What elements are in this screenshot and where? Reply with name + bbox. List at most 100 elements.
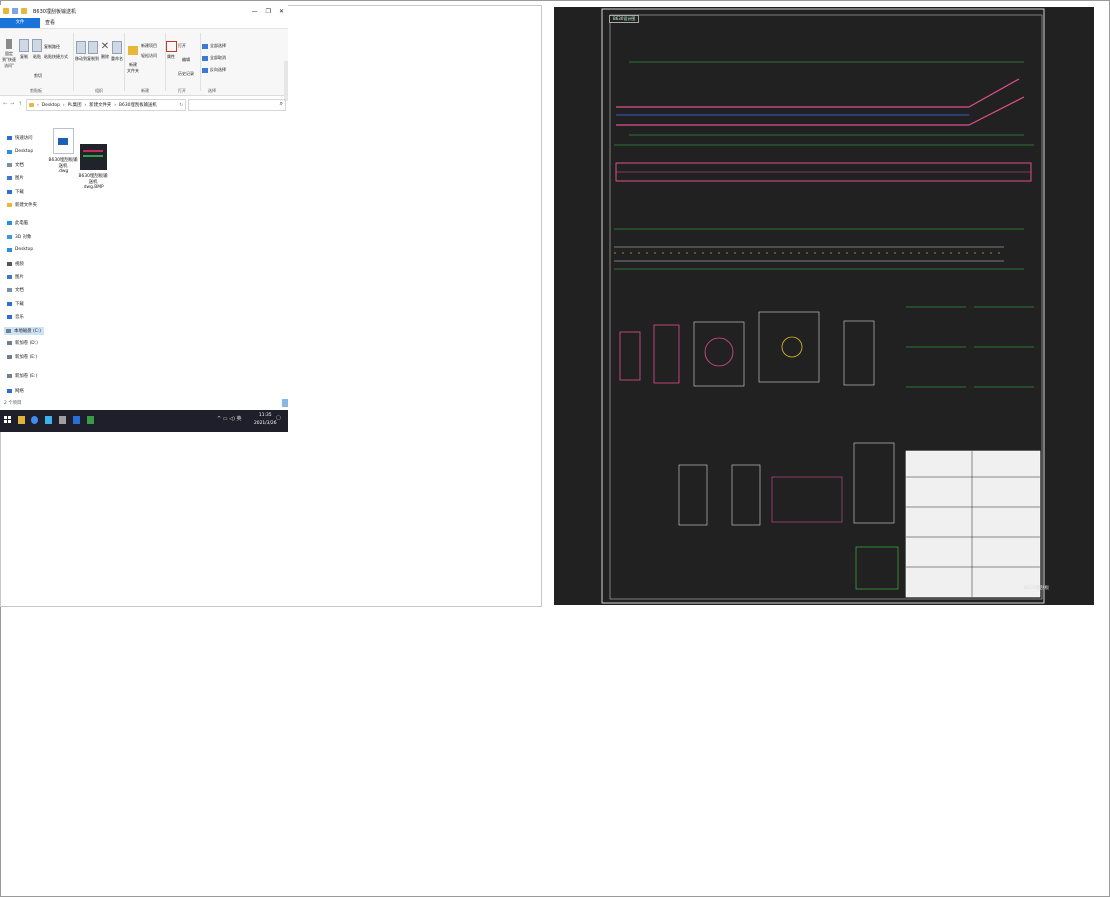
nav-item[interactable]: Desktop [7,247,33,252]
invert-selection-icon [202,67,208,73]
app-taskbar-icon[interactable] [59,416,66,424]
pin-icon [6,39,12,49]
nav-item-label: 图片 [15,275,24,280]
nav-item[interactable]: 新建文件夹 [7,202,37,208]
nav-item[interactable]: 新加卷 (D:) [7,340,38,346]
nav-item[interactable]: 视频 [7,261,24,267]
breadcrumb-new-folder[interactable]: 新建文件夹 [89,103,112,108]
nav-item-label: 视频 [15,262,24,267]
nav-item[interactable]: 图片 [7,175,24,181]
nav-item-label: 文档 [15,163,24,168]
open-button[interactable]: 打开 [178,43,186,48]
new-folder-icon[interactable] [21,8,27,14]
file-explorer-taskbar-icon[interactable] [18,416,25,424]
forward-arrow-icon[interactable]: → [10,101,15,107]
app3-taskbar-icon[interactable] [87,416,94,424]
nav-item[interactable]: 3D 对象 [7,234,31,240]
properties-check-icon [166,41,177,52]
picture-icon [7,176,12,180]
title-bar[interactable]: B630埋刮板输送机 — ❐ ✕ [0,5,288,17]
cut-button[interactable]: 剪切 [34,73,42,78]
paste-button[interactable]: 粘贴 [31,39,43,60]
cad-drawing [601,8,1045,604]
view-toggle[interactable] [282,399,288,407]
nav-item-label: 新加卷 (E:) [15,374,38,379]
title-block [905,450,1041,598]
nav-item-label: 图片 [15,176,24,181]
nav-item[interactable]: 网络 [7,388,24,394]
tab-view[interactable]: 查看 [45,20,56,26]
pin-quick-access-button[interactable]: 固定到"快速访问" [2,39,16,69]
windows-start-icon[interactable] [4,416,11,424]
nav-item[interactable]: 此电脑 [7,220,28,226]
nav-item-label: 下载 [15,190,24,195]
detail-views [678,442,899,590]
new-item-button[interactable]: 新建项目 [141,43,157,48]
nav-item-label: Desktop [15,149,34,154]
copy-to-button[interactable]: 复制到 [87,41,99,62]
breadcrumb-pl-group[interactable]: PL集团 [67,103,82,108]
edit-button[interactable]: 编辑 [182,57,190,62]
address-bar[interactable]: › Desktop › PL集团 › 新建文件夹 › B630埋刮板输送机 ↻ [26,99,186,111]
refresh-icon[interactable]: ↻ [179,102,183,108]
nav-item[interactable]: 新加卷 (E:) [7,373,37,379]
nav-item-label: Desktop [15,247,34,252]
nav-item[interactable]: 快速访问 [7,135,33,141]
up-arrow-icon[interactable]: ↑ [18,101,23,107]
nav-item[interactable]: 图片 [7,274,24,280]
maximize-button[interactable]: ❐ [265,7,271,15]
nav-item-label: 网络 [15,389,24,394]
taskbar-clock[interactable]: 11:35 2021/3/26 [254,413,277,426]
minimize-button[interactable]: — [251,7,258,15]
copy-path-button[interactable]: 复制路径 [44,44,60,49]
conveyor-section [614,228,1024,270]
browser-taskbar-icon[interactable] [31,416,38,424]
tab-file[interactable]: 文件 [0,18,40,28]
nav-item-label: 新加卷 (D:) [15,341,38,346]
easy-access-button[interactable]: 轻松访问 [141,53,157,58]
move-icon [76,41,86,54]
select-all-button[interactable]: 全部选择 [202,43,226,49]
rename-button[interactable]: 重命名 [111,41,123,62]
copy-button[interactable]: 复制 [18,39,30,60]
select-none-button[interactable]: 全部取消 [202,55,226,61]
ribbon-scrollbar[interactable] [284,61,288,101]
nav-item[interactable]: 新加卷 (E:) [7,354,37,360]
new-group-label: 新建 [141,88,149,93]
new-folder-button[interactable]: 新建 文件夹 [126,41,140,74]
search-input[interactable]: ⌕ [188,99,286,111]
nav-item[interactable]: 文档 [7,287,24,293]
paste-shortcut-button[interactable]: 粘贴快捷方式 [44,54,68,59]
nav-item[interactable]: 下载 [7,301,24,307]
nav-item[interactable]: 音乐 [7,314,24,320]
close-button[interactable]: ✕ [278,7,284,15]
window-title: B630埋刮板输送机 [33,8,76,15]
breadcrumb-current[interactable]: B630埋刮板输送机 [119,103,157,108]
nav-item-label: 此电脑 [15,221,29,226]
nav-item-label: 本地磁盘 (C:) [14,329,41,334]
ribbon: 固定到"快速访问" 复制 粘贴 复制路径 粘贴快捷方式 剪切 剪贴板 移动到 复… [0,29,288,96]
app2-taskbar-icon[interactable] [73,416,80,424]
nav-item[interactable]: 下载 [7,189,24,195]
sheet-label: B630设计图 [609,15,640,23]
properties-icon[interactable] [12,8,18,14]
notes-text-block [906,306,1034,388]
edge-taskbar-icon[interactable] [45,416,52,424]
properties-button[interactable]: 属性 [166,41,177,60]
drive-icon [6,329,11,333]
history-button[interactable]: 历史记录 [178,71,194,76]
move-to-button[interactable]: 移动到 [75,41,87,62]
nav-item[interactable]: 本地磁盘 (C:) [4,327,44,335]
music-icon [7,315,12,319]
invert-selection-button[interactable]: 反向选择 [202,67,226,73]
search-icon: ⌕ [279,100,283,107]
delete-button[interactable]: ✕ 删除 [100,41,110,59]
file-item-bmp[interactable]: B630埋刮板输送机 .dwg.BMP [78,144,108,190]
back-arrow-icon[interactable]: ← [3,101,8,107]
nav-item[interactable]: 文档 [7,162,24,168]
system-tray[interactable]: ^ ▭ ◁) 英 [217,416,242,422]
notification-icon[interactable]: ▢ [276,415,281,421]
breadcrumb-desktop[interactable]: Desktop [41,102,60,108]
file-item-dwg[interactable]: B630埋刮板输送机 .dwg [48,128,78,174]
nav-item[interactable]: Desktop [7,149,33,154]
